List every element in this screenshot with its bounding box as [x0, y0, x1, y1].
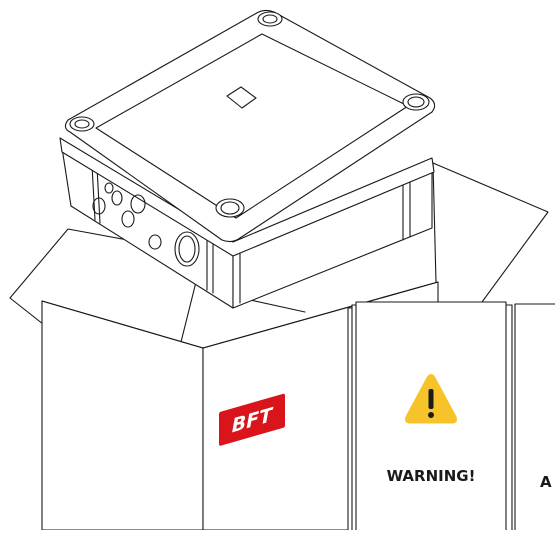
instruction-manual-front: WARNING!: [347, 301, 513, 535]
bft-logo: BFT: [219, 393, 285, 446]
control-unit-enclosure: [59, 9, 436, 309]
enclosure-lid-skirt: [59, 137, 435, 257]
warning-triangle-icon: [404, 374, 458, 424]
enclosure-lid: [64, 9, 436, 243]
instruction-manual-back: A: [514, 303, 555, 535]
enclosure-lid-window: [226, 86, 257, 109]
manual-back-label: A: [540, 473, 552, 491]
warning-title: WARNING!: [387, 467, 476, 485]
cable-entry-holes: [92, 182, 200, 267]
